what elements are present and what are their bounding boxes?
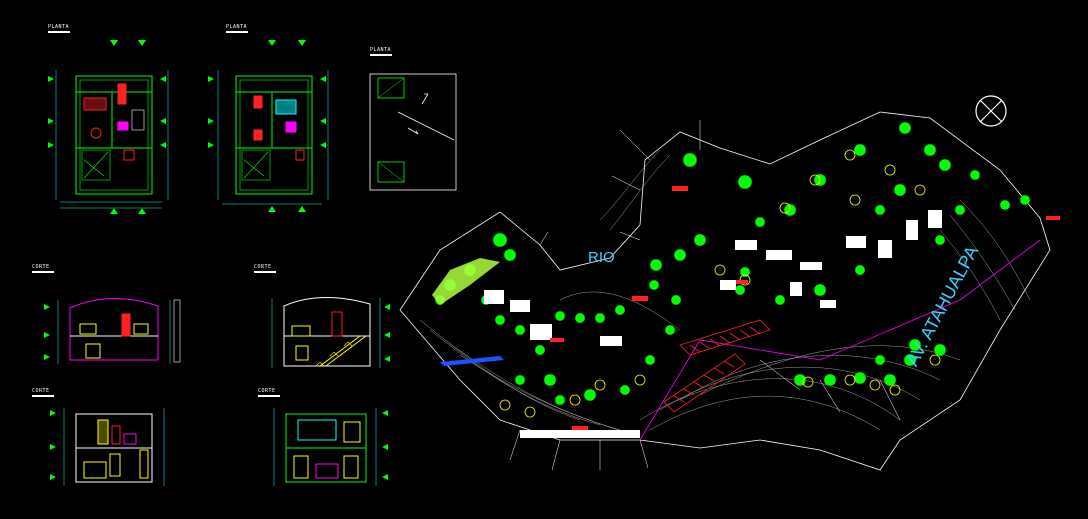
- river-label: RIO: [588, 249, 615, 266]
- section-2: [271, 297, 390, 368]
- plan-1-title: PLANTA: [48, 24, 70, 33]
- section-1: [44, 298, 181, 364]
- site-plan: [399, 111, 1060, 471]
- north-arrow-icon: [975, 95, 1007, 127]
- floor-plan-3: [369, 73, 457, 191]
- plan-3-title: PLANTA: [370, 47, 392, 56]
- floor-plan-2: [208, 40, 329, 212]
- section-4-title: CORTE: [258, 388, 280, 397]
- plan-2-title: PLANTA: [226, 24, 248, 33]
- section-4: [273, 408, 388, 486]
- section-3: [50, 408, 165, 486]
- section-2-title: CORTE: [254, 264, 276, 273]
- section-3-title: CORTE: [32, 388, 54, 397]
- site-boundary: [399, 111, 1051, 471]
- floor-plan-1: [48, 40, 169, 214]
- section-1-title: CORTE: [32, 264, 54, 273]
